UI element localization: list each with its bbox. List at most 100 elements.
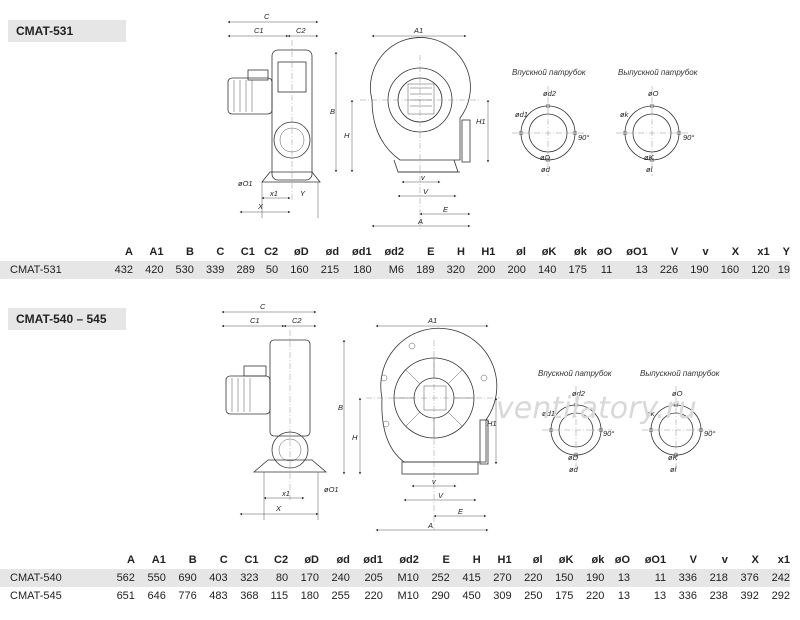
column-header: B [188,554,197,566]
table-cell: 189 [404,261,435,279]
table-cell: 115 [270,590,289,602]
svg-text:x1: x1 [269,189,278,198]
column-header: øO1 [644,554,667,566]
column-header: H [457,246,465,258]
svg-text:C2: C2 [296,26,306,35]
table-cell: 200 [464,261,496,279]
column-header: øk [573,246,587,258]
column-header: øl [516,246,526,258]
svg-text:v: v [421,173,426,182]
table-cell: 776 [178,590,197,602]
svg-text:A1: A1 [427,316,437,325]
table-cell: 403 [196,569,228,587]
svg-text:øO: øO [648,89,659,98]
column-header: A1 [151,554,166,566]
column-header: A1 [149,246,164,258]
section2-model-tag: CMAT-540 – 545 [8,308,126,330]
svg-text:øK: øK [644,153,655,162]
svg-text:H: H [352,433,358,442]
table-cell: 290 [431,590,450,602]
column-header: ød [325,246,340,258]
table-cell: 11 [630,569,667,587]
svg-text:ød: ød [541,165,551,174]
section1-side-view: C C1 C2 X x1 Y øO1 [227,12,321,218]
svg-text:A1: A1 [413,26,423,35]
table-cell: 289 [224,261,255,279]
svg-text:C1: C1 [250,316,260,325]
svg-text:øO1: øO1 [238,179,253,188]
row-model-cell: CMAT-545 [10,590,62,602]
column-header: øO [614,554,631,566]
table-cell: 200 [495,261,526,279]
table-cell: 320 [434,261,465,279]
section1-front-view: A1 B H H1 v V E A [330,26,490,230]
section2-front-view: A1 B H H1 v V E A [338,316,500,532]
table-cell: 292 [771,590,790,602]
table-cell: 323 [227,569,259,587]
inlet-caption-2: Впускной патрубок [538,369,613,378]
table-cell: 205 [349,569,383,587]
svg-text:øl: øl [646,165,653,174]
column-header: ød1 [352,246,372,258]
column-header: øk [591,554,605,566]
column-header: x1 [757,246,770,258]
column-header: øD [304,554,319,566]
column-header: øl [532,554,543,566]
svg-text:ød1: ød1 [542,409,555,418]
table-cell: 220 [364,590,383,602]
table-cell: 80 [258,569,289,587]
svg-text:øl: øl [670,465,677,474]
svg-text:Y: Y [300,189,306,198]
table-cell: 218 [697,569,728,587]
table-cell: 420 [132,261,164,279]
svg-text:A: A [427,521,433,530]
column-header: X [731,246,740,258]
svg-text:ød1: ød1 [515,110,528,119]
table-cell: 646 [147,590,166,602]
table-cell: 220 [511,569,543,587]
column-header: øK [541,246,557,258]
svg-text:øO: øO [672,389,683,398]
column-header: C1 [244,554,259,566]
table-cell: 13 [617,590,631,602]
table-cell: 240 [319,569,350,587]
column-header-model [0,243,103,261]
table-cell: 180 [339,261,372,279]
column-header: øD [293,246,309,258]
svg-text:X: X [275,504,282,513]
table-cell: 13 [604,569,631,587]
dim-c-label: C [264,12,270,21]
svg-text:A: A [417,217,423,226]
table-cell: 215 [308,261,340,279]
column-header: ød2 [384,246,405,258]
column-header: Y [782,246,790,258]
svg-text:90°: 90° [704,429,715,438]
column-header: E [427,246,435,258]
svg-text:90°: 90° [578,133,589,142]
column-header: V [670,246,679,258]
table-cell: 226 [647,261,679,279]
table-cell: 376 [727,569,759,587]
svg-text:H1: H1 [476,117,486,126]
column-header: C2 [274,554,289,566]
column-header: A [125,246,133,258]
section1-outlet-flange: Выпускной патрубок øO øk øK øl 90° [616,68,699,176]
table-cell: 651 [116,590,135,602]
section1-model-tag: CMAT-531 [8,20,126,42]
column-header: v [721,554,728,566]
column-header: C1 [240,246,255,258]
outlet-caption-2: Выпускной патрубок [640,369,721,378]
table-cell: 415 [449,569,481,587]
table-cell: 180 [300,590,319,602]
table-cell: 309 [493,590,512,602]
table-cell: 170 [288,569,319,587]
column-header-model [0,551,104,569]
svg-text:E: E [458,507,464,516]
svg-text:90°: 90° [683,133,694,142]
table-cell: 175 [555,590,574,602]
row-model-cell: CMAT-531 [0,261,103,279]
